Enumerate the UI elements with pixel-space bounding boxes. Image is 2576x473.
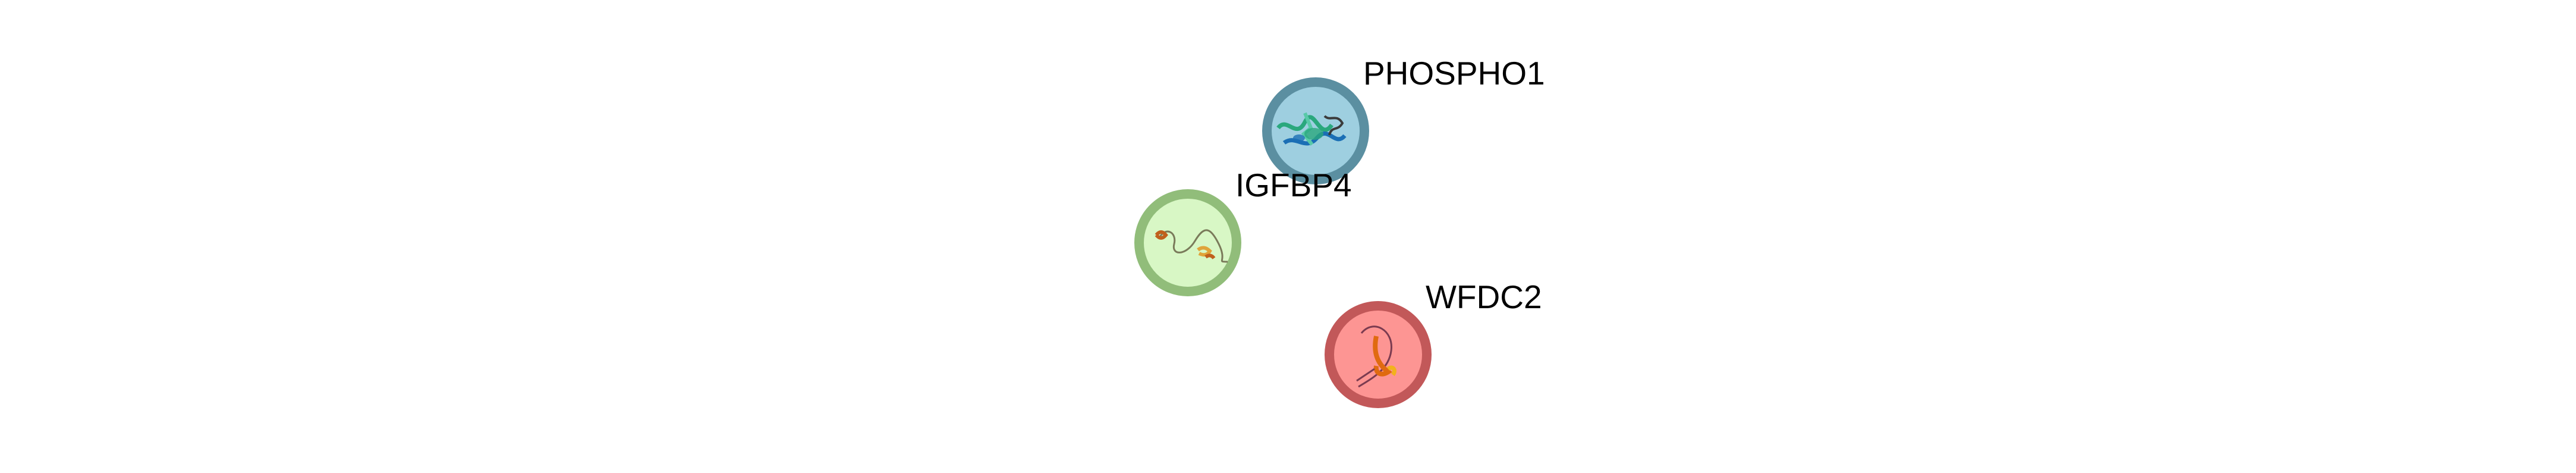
- node-wfdc2-structure-icon: [1356, 325, 1396, 388]
- node-igfbp4-label: IGFBP4: [1235, 167, 1352, 203]
- node-wfdc2-label: WFDC2: [1426, 278, 1542, 315]
- node-phospho1-label: PHOSPHO1: [1363, 55, 1545, 92]
- node-igfbp4-structure-icon: [1155, 229, 1228, 263]
- node-phospho1-structure-icon: [1276, 112, 1347, 146]
- node-igfbp4[interactable]: IGFBP4: [1134, 167, 1352, 296]
- node-igfbp4-circle[interactable]: [1134, 189, 1241, 296]
- node-phospho1[interactable]: PHOSPHO1: [1262, 55, 1545, 184]
- node-wfdc2[interactable]: WFDC2: [1325, 278, 1542, 408]
